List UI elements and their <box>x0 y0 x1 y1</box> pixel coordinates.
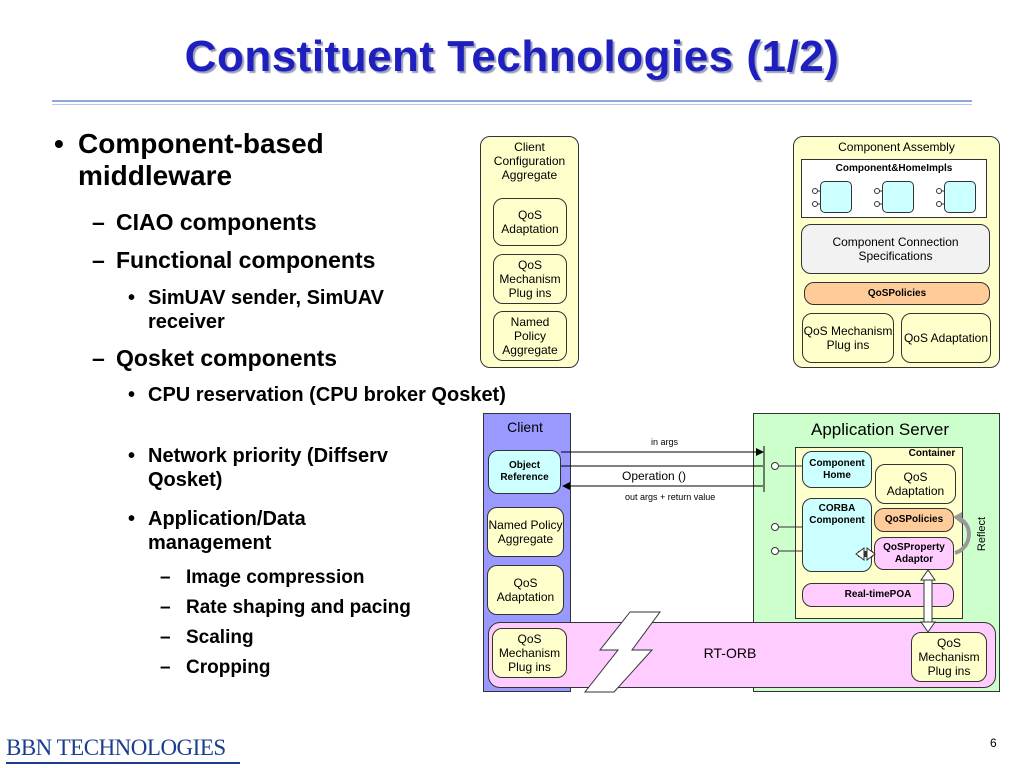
operation-label: Operation () <box>622 469 687 483</box>
bullet-l3: • Application/Data management <box>128 507 368 555</box>
bullet-text: Rate shaping and pacing <box>186 597 411 618</box>
bullet-l2: – Qosket components <box>92 344 452 372</box>
facet-port <box>771 462 779 470</box>
server-qos-adaptation: QoS Adaptation <box>875 464 956 504</box>
client-named-policy: Named Policy Aggregate <box>487 507 564 557</box>
bbn-logo: BBN TECHNOLOGIES <box>6 735 226 760</box>
lightning-bolt-icon <box>583 611 661 693</box>
client-qos-mechanism: QoS Mechanism Plug ins <box>492 628 567 678</box>
object-reference: Object Reference <box>488 450 561 494</box>
bullet-text: SimUAV sender, SimUAV receiver <box>148 287 384 333</box>
bullet-text: Functional components <box>116 247 376 273</box>
in-args-label: in args <box>651 437 679 447</box>
assembly-qos-policies: QoSPolicies <box>804 282 990 305</box>
bullet-l4: – Scaling <box>160 626 470 650</box>
connection-specs: Component Connection Specifications <box>801 224 990 274</box>
bullet-text: Component-based middleware <box>78 128 324 191</box>
assembly-qos-adaptation: QoS Adaptation <box>901 313 991 363</box>
bullet-text: Qosket components <box>116 345 338 371</box>
bullet-l2: – CIAO components <box>92 208 452 236</box>
corba-component: CORBA Component <box>802 498 872 572</box>
title-rule <box>52 100 972 102</box>
impl-component-3 <box>944 181 976 213</box>
server-qos-policies: QoSPolicies <box>874 508 954 532</box>
bullet-text: CIAO components <box>116 209 317 235</box>
page-number: 6 <box>990 736 997 750</box>
bullet-text: CPU reservation (CPU broker Qosket) <box>148 384 506 406</box>
logo-underline <box>6 762 240 764</box>
impl-component-1 <box>820 181 852 213</box>
impl-component-2 <box>882 181 914 213</box>
bullet-l4: – Image compression <box>160 566 470 590</box>
qos-property-adaptor: QoSProperty Adaptor <box>874 537 954 570</box>
component-assembly-title: Component Assembly <box>838 140 955 154</box>
out-args-label: out args + return value <box>625 492 716 502</box>
bullet-l4: – Rate shaping and pacing <box>160 596 470 620</box>
title-rule-thin <box>52 104 972 105</box>
facet-port <box>771 523 779 531</box>
client-qos-adaptation: QoS Adaptation <box>487 565 564 615</box>
mechanism-link <box>923 578 933 624</box>
client-config-qos-adaptation: QoS Adaptation <box>493 198 567 246</box>
component-home-impls-label: Component&HomeImpls <box>835 163 953 174</box>
server-qos-mechanism: QoS Mechanism Plug ins <box>911 632 987 682</box>
assembly-qos-mechanism: QoS Mechanism Plug ins <box>802 313 894 363</box>
bullet-text: Scaling <box>186 627 254 648</box>
bullet-text: Image compression <box>186 567 365 588</box>
client-title: Client <box>507 419 543 435</box>
component-home: Component Home <box>802 451 872 488</box>
bullet-l3: • Network priority (Diffserv Qosket) <box>128 444 458 492</box>
facet-port <box>771 547 779 555</box>
bullet-l3: • SimUAV sender, SimUAV receiver <box>128 286 458 334</box>
bullet-text: Cropping <box>186 657 271 678</box>
bullet-l1: • Component-based middleware <box>54 128 434 192</box>
bullet-text: Network priority (Diffserv Qosket) <box>148 445 389 491</box>
slide-title: Constituent Technologies (1/2) <box>184 32 840 81</box>
client-config-named-policy: Named Policy Aggregate <box>493 311 567 361</box>
bullet-l2: – Functional components <box>92 246 462 274</box>
bullet-text: Application/Data management <box>148 508 306 554</box>
bullet-l4: – Cropping <box>160 656 470 680</box>
container-label: Container <box>908 448 956 459</box>
application-server-title: Application Server <box>811 420 949 439</box>
client-config-title: Client Configuration Aggregate <box>493 140 566 182</box>
bullet-l3: • CPU reservation (CPU broker Qosket) <box>128 383 508 407</box>
rt-orb-label: RT-ORB <box>703 645 757 661</box>
client-config-qos-mechanism: QoS Mechanism Plug ins <box>493 254 567 304</box>
